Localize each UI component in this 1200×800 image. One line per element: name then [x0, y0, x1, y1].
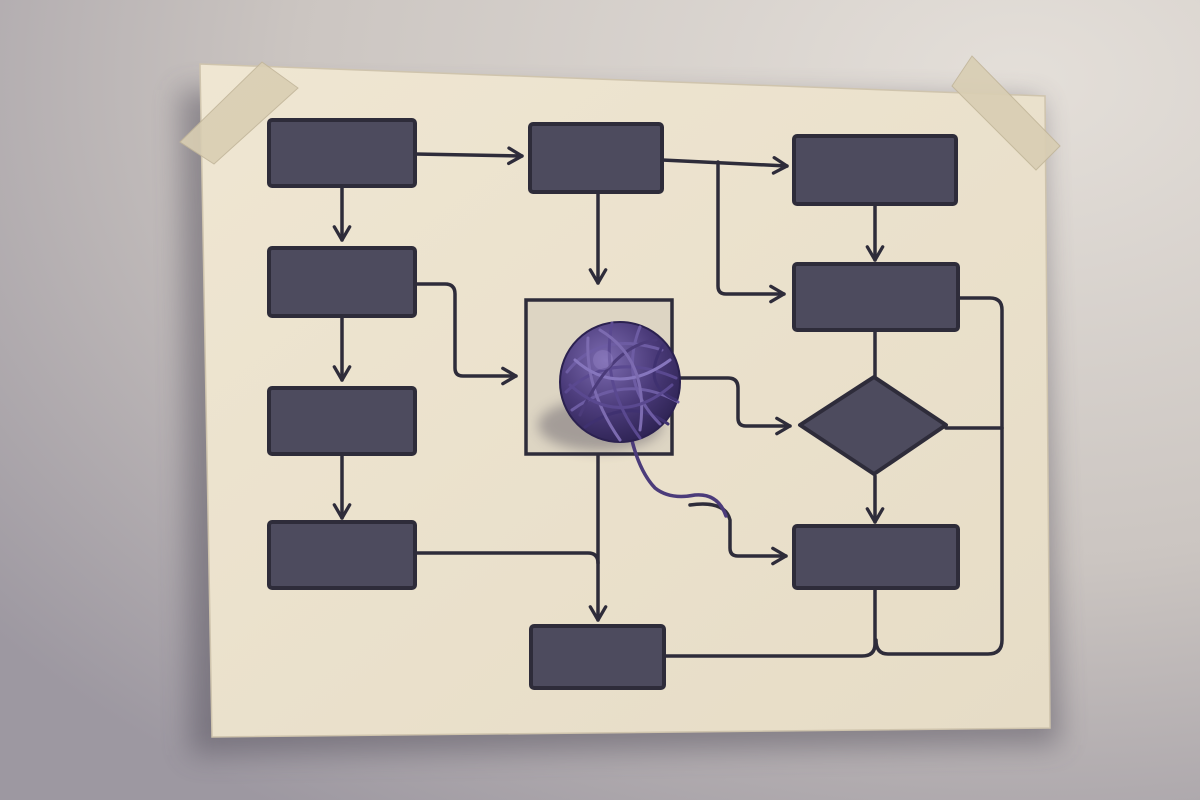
process-box-right-3 [792, 524, 960, 590]
process-box-left-2 [267, 246, 417, 318]
arrow-center-to-decision [670, 376, 792, 436]
process-box-bottom-middle [529, 624, 666, 690]
arrow-left-2-to-center [413, 282, 518, 386]
connectors [332, 146, 1004, 658]
line-left-4-to-bottom [413, 551, 600, 565]
process-boxes [267, 118, 960, 690]
process-box-left-4 [267, 520, 417, 590]
arrow-branch-to-right-box-2 [716, 160, 786, 304]
line-right-3-to-bottom-middle [663, 588, 877, 658]
tape-top-right [951, 55, 1061, 171]
process-box-right-2 [792, 262, 960, 332]
tape-top-left [179, 61, 299, 165]
arrow-yarn-strand-to-right-3 [688, 502, 788, 566]
process-box-left-3 [267, 386, 417, 456]
arrow-top-middle-to-top-right [660, 156, 789, 175]
tangled-yarn-ball [559, 321, 681, 443]
arrow-row1-to-top-middle [413, 146, 524, 166]
decision-diamond [798, 375, 948, 476]
process-box-right-1 [792, 134, 958, 206]
process-box-top-middle [528, 122, 664, 194]
yarn-strand [628, 430, 728, 518]
line-right-loop [874, 296, 1004, 656]
process-box-left-1 [267, 118, 417, 188]
